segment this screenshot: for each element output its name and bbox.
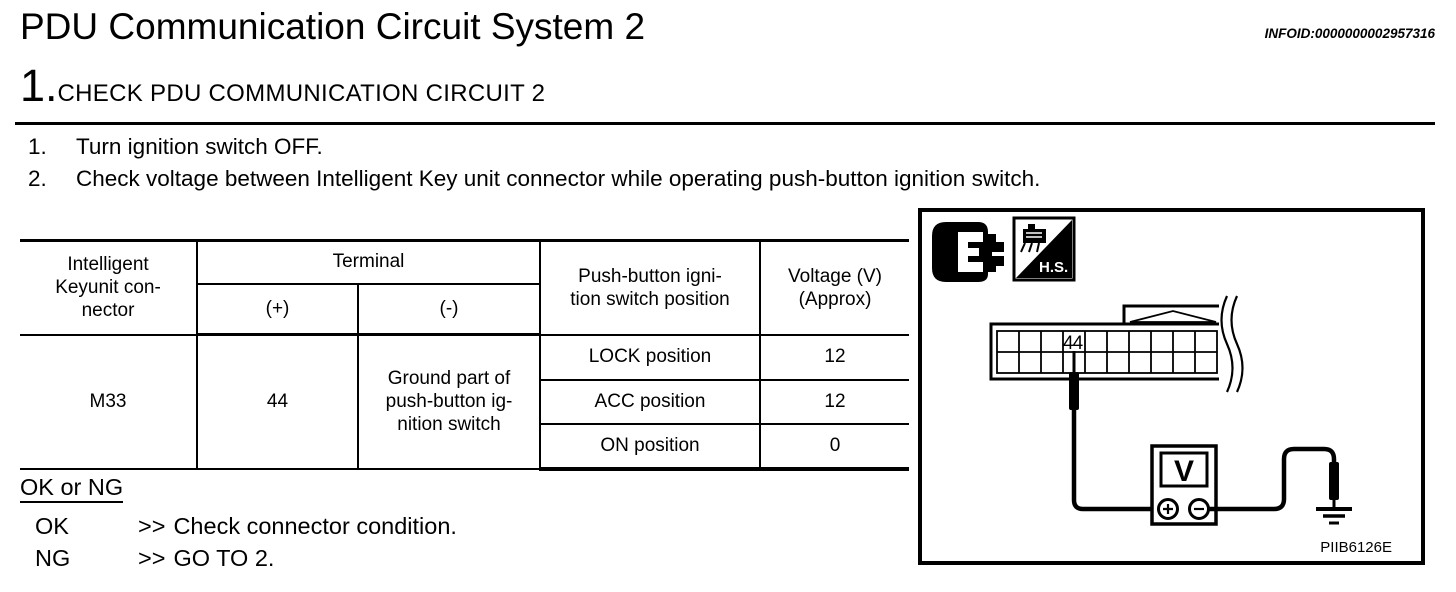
- instruction-number: 2.: [28, 166, 47, 191]
- result-arrow: >>: [138, 545, 166, 571]
- voltmeter: V: [1150, 444, 1218, 526]
- col-header-switch-position: Push-button igni- tion switch position: [539, 239, 761, 336]
- voltage-spec-table: Intelligent Keyunit con- nector Terminal…: [20, 239, 909, 471]
- instruction-item: 1. Turn ignition switch OFF.: [28, 131, 1040, 163]
- voltmeter-display-label: V: [1174, 455, 1194, 488]
- pin-44-label: 44: [1063, 333, 1084, 354]
- disconnect-connector-icon: [932, 222, 1004, 282]
- table-row: ACC position 12: [20, 378, 909, 425]
- minus-terminal-icon: [1188, 498, 1210, 520]
- result-item-ng: NG >> GO TO 2.: [35, 542, 457, 574]
- result-block: OK or NG OK >> Check connector condition…: [20, 474, 457, 574]
- table-row: M33 44 Ground part of push-button ig- ni…: [20, 333, 909, 470]
- cell-position: LOCK position: [539, 333, 761, 381]
- cell-plus-terminal: 44: [196, 333, 359, 470]
- instruction-list: 1. Turn ignition switch OFF. 2. Check vo…: [28, 131, 1040, 195]
- result-label: NG: [35, 545, 71, 571]
- result-label: OK: [35, 513, 69, 539]
- instruction-text: Check voltage between Intelligent Key un…: [76, 166, 1041, 191]
- step-title: CHECK PDU COMMUNICATION CIRCUIT 2: [57, 80, 546, 107]
- cell-voltage: 12: [759, 333, 909, 381]
- infoid-code: INFOID:0000000002957316: [1264, 26, 1435, 41]
- col-header-voltage: Voltage (V) (Approx): [759, 239, 909, 336]
- cell-position: ON position: [539, 422, 761, 471]
- instruction-item: 2. Check voltage between Intelligent Key…: [28, 163, 1040, 195]
- instruction-number: 1.: [28, 134, 47, 159]
- result-action: GO TO 2.: [173, 545, 275, 571]
- result-action: Check connector condition.: [173, 513, 457, 539]
- col-header-terminal-plus: (+): [196, 282, 359, 336]
- step-number: 1.: [20, 60, 58, 111]
- break-line: [1230, 295, 1244, 393]
- key-unit-connector-drawing: 44: [989, 295, 1249, 394]
- cell-position: ACC position: [539, 378, 761, 425]
- positive-probe-and-wire: [1069, 351, 1159, 512]
- table-row: ON position 0: [20, 422, 909, 471]
- hs-mini-connector-glyph: [1020, 224, 1046, 253]
- cell-minus-terminal: Ground part of push-button ig- nition sw…: [357, 333, 541, 470]
- col-header-terminal: Terminal: [196, 239, 541, 285]
- hs-view-icon: H.S.: [1012, 216, 1076, 282]
- result-arrow: >>: [138, 513, 166, 539]
- col-header-terminal-minus: (-): [357, 282, 541, 336]
- result-items: OK >> Check connector condition. NG >> G…: [35, 510, 457, 574]
- figure-code: PIIB6126E: [1320, 539, 1392, 556]
- cell-voltage: 0: [759, 422, 909, 471]
- heading-divider: [15, 122, 1435, 125]
- plus-terminal-icon: [1157, 498, 1179, 520]
- cell-connector: M33: [20, 333, 198, 470]
- break-line: [1220, 295, 1234, 393]
- cell-voltage: 12: [759, 378, 909, 425]
- step-heading: 1.CHECK PDU COMMUNICATION CIRCUIT 2: [20, 60, 545, 112]
- instruction-text: Turn ignition switch OFF.: [76, 134, 323, 159]
- result-heading: OK or NG: [20, 474, 124, 503]
- result-item-ok: OK >> Check connector condition.: [35, 510, 457, 542]
- hs-label: H.S.: [1039, 259, 1068, 276]
- col-header-connector: Intelligent Keyunit con- nector: [20, 239, 198, 336]
- negative-probe-and-ground: [1209, 446, 1352, 525]
- ground-icon: [1316, 507, 1352, 525]
- measurement-figure: H.S. 44 V: [918, 208, 1425, 565]
- page-title: PDU Communication Circuit System 2: [20, 6, 646, 47]
- measurement-diagram: H.S. 44 V: [932, 216, 1392, 556]
